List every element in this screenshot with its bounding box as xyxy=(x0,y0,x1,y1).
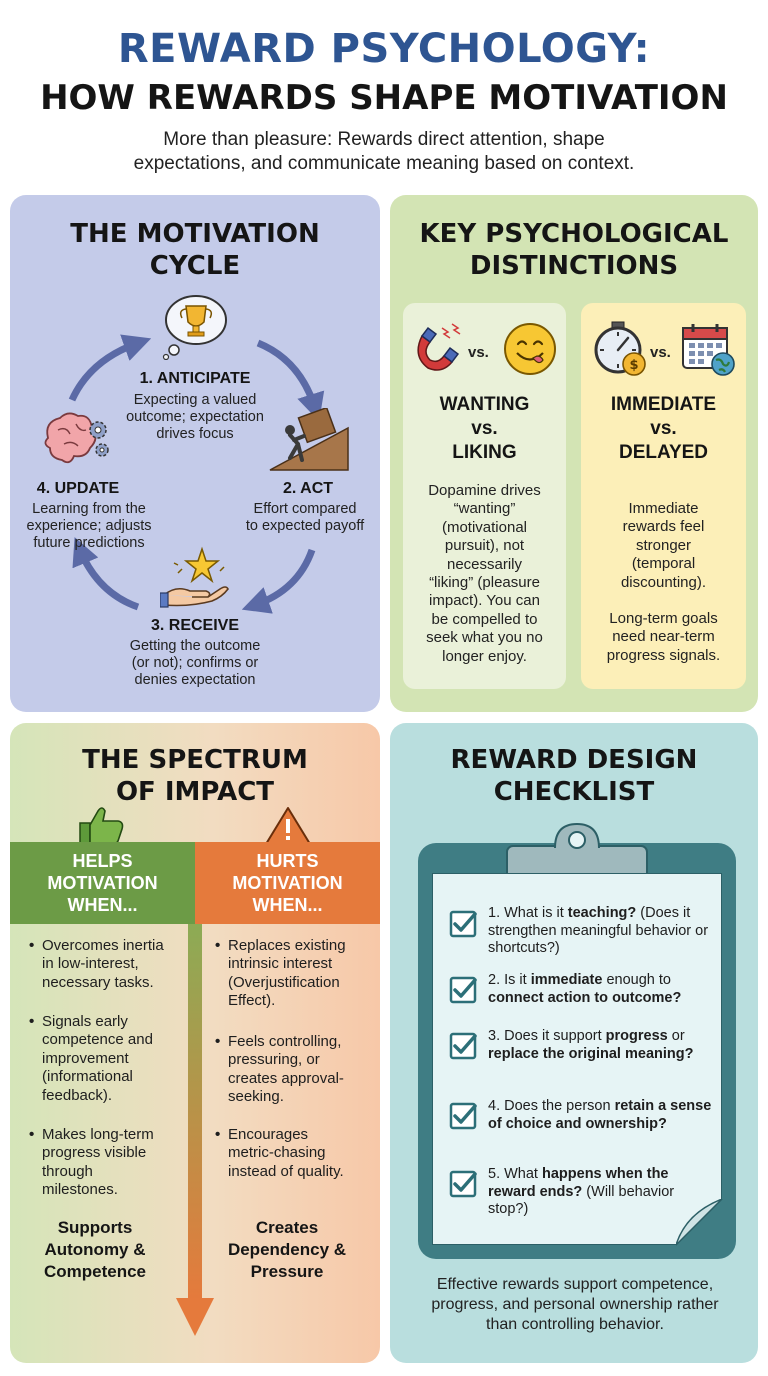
cycle-arrow-bottom-left xyxy=(72,537,140,611)
stopwatch-icon: $ xyxy=(594,321,646,376)
checkbox-checked-icon xyxy=(449,910,477,938)
wanting-liking-desc: Dopamine drives “wanting” (motivational … xyxy=(426,482,543,665)
step-update-desc: Learning from the experience; adjusts fu… xyxy=(26,501,152,551)
smiley-icon xyxy=(504,323,556,375)
trophy-thought-icon xyxy=(162,295,227,360)
page-subtitle: More than pleasure: Rewards direct atten… xyxy=(133,129,635,174)
checkbox-checked-icon xyxy=(449,1032,477,1060)
checkbox-checked-icon xyxy=(449,1102,477,1130)
cycle-arrows xyxy=(68,334,325,614)
magnet-icon xyxy=(417,323,461,371)
step-receive-title: 3. RECEIVE xyxy=(150,617,240,634)
checklist-footer: Effective rewards support competence, pr… xyxy=(431,1276,719,1333)
page-curl-icon xyxy=(676,1199,723,1246)
helps-item: • Makes long-term progress visible throu… xyxy=(29,1126,154,1199)
step-anticipate-desc: Expecting a valued outcome; expectation … xyxy=(126,392,264,442)
checklist-item: 1. What is it teaching? (Does it strengt… xyxy=(488,905,709,956)
cycle-arrow-top-right xyxy=(256,339,325,422)
hurts-item: • Encourages metric-chasing instead of q… xyxy=(215,1126,344,1180)
spectrum-divider-arrow xyxy=(176,924,214,1336)
wanting-liking-title: WANTING vs. LIKING xyxy=(439,394,530,463)
checklist-item: 3. Does it support progress or replace t… xyxy=(488,1028,694,1062)
hurts-footer: Creates Dependency & Pressure xyxy=(227,1218,347,1281)
push-uphill-icon xyxy=(269,408,349,471)
step-update-title: 4. UPDATE xyxy=(36,480,120,497)
helps-footer: Supports Autonomy & Competence xyxy=(43,1218,147,1281)
immediate-delayed-desc: Immediate rewards feel stronger (tempora… xyxy=(606,500,721,664)
thumbs-up-icon xyxy=(79,807,124,846)
step-act-desc: Effort compared to expected payoff xyxy=(245,501,365,534)
hurts-header: HURTS MOTIVATION WHEN... xyxy=(195,842,380,924)
checklist-item: 5. What happens when the reward ends? (W… xyxy=(488,1166,675,1217)
clipboard-clip-icon xyxy=(506,822,648,881)
checkbox-checked-icon xyxy=(449,976,477,1004)
checklist-title: REWARD DESIGN CHECKLIST xyxy=(450,745,698,807)
wanting-vs-label: vs. xyxy=(468,344,489,361)
svg-text:$: $ xyxy=(629,358,638,373)
checkbox-checked-icon xyxy=(449,1170,477,1198)
step-act-title: 2. ACT xyxy=(282,480,334,497)
page-title: REWARD PSYCHOLOGY: xyxy=(117,26,651,72)
hurts-item: • Replaces existing intrinsic interest (… xyxy=(215,937,346,1010)
hurts-item: • Feels controlling, pressuring, or crea… xyxy=(215,1033,344,1106)
cycle-arrow-bottom-right xyxy=(241,548,316,614)
page-subtitle-heading: HOW REWARDS SHAPE MOTIVATION xyxy=(40,78,728,118)
checklist-sheet xyxy=(432,873,722,1245)
spectrum-title: THE SPECTRUM OF IMPACT xyxy=(82,745,308,807)
calendar-icon xyxy=(682,324,735,376)
immediate-vs-label: vs. xyxy=(650,344,671,361)
distinctions-title: KEY PSYCHOLOGICAL DISTINCTIONS xyxy=(419,219,729,281)
checklist-item: 2. Is it immediate enough to connect act… xyxy=(488,972,682,1006)
step-receive-desc: Getting the outcome (or not); confirms o… xyxy=(129,638,261,688)
warning-icon xyxy=(265,807,311,845)
helps-header: HELPS MOTIVATION WHEN... xyxy=(10,842,195,924)
checklist-item: 4. Does the person retain a sense of cho… xyxy=(488,1098,712,1132)
helps-item: • Signals early competence and improveme… xyxy=(29,1013,153,1104)
immediate-delayed-title: IMMEDIATE vs. DELAYED xyxy=(610,394,717,463)
helps-item: • Overcomes inertia in low-interest, nec… xyxy=(29,937,164,991)
brain-gears-icon xyxy=(44,412,109,464)
motivation-cycle-title: THE MOTIVATION CYCLE xyxy=(70,219,320,281)
cycle-arrow-top-left xyxy=(68,334,152,402)
hand-star-icon xyxy=(160,546,229,608)
step-anticipate-title: 1. ANTICIPATE xyxy=(139,370,251,387)
